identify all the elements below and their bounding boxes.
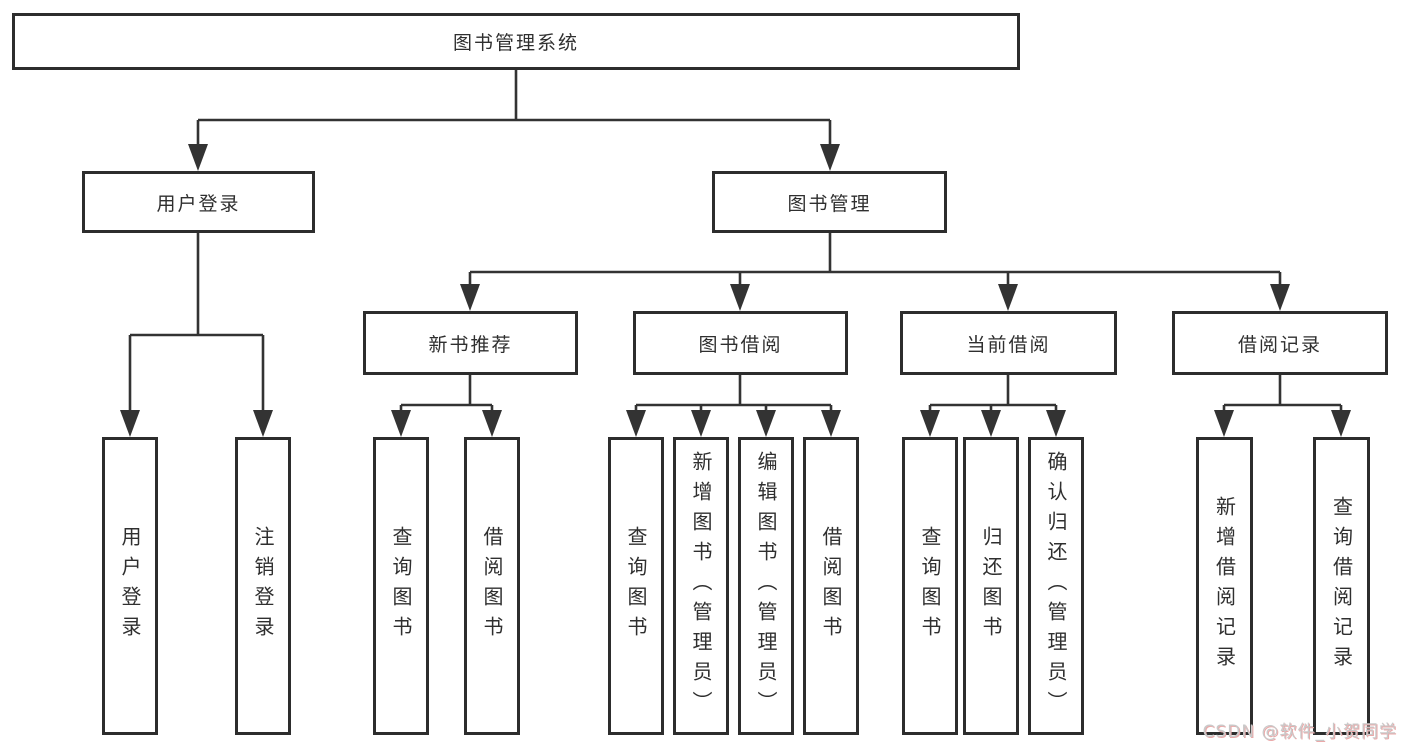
- node-nb-query-books: 查询图书: [373, 437, 429, 735]
- node-login: 用户登录: [102, 437, 158, 735]
- node-logout: 注销登录: [235, 437, 291, 735]
- node-br-query-borrow-record: 查询借阅记录: [1313, 437, 1370, 735]
- node-nb-borrow-books: 借阅图书: [464, 437, 520, 735]
- node-library-management-system: 图书管理系统: [12, 13, 1020, 70]
- node-user-login: 用户登录: [82, 171, 315, 233]
- node-cb-confirm-return-admin: 确认归还（管理员）: [1028, 437, 1084, 735]
- node-borrowing-records: 借阅记录: [1172, 311, 1388, 375]
- csdn-watermark: CSDN @软件_小贺同学: [1202, 722, 1397, 742]
- node-br-add-borrow-record: 新增借阅记录: [1196, 437, 1253, 735]
- node-bb-borrow-books: 借阅图书: [803, 437, 859, 735]
- node-bb-add-books-admin: 新增图书（管理员）: [673, 437, 729, 735]
- node-book-management: 图书管理: [712, 171, 947, 233]
- node-bb-edit-books-admin: 编辑图书（管理员）: [738, 437, 794, 735]
- node-bb-query-books: 查询图书: [608, 437, 664, 735]
- node-book-borrowing: 图书借阅: [633, 311, 848, 375]
- node-cb-query-books: 查询图书: [902, 437, 958, 735]
- node-new-book-recommendation: 新书推荐: [363, 311, 578, 375]
- node-current-borrowing: 当前借阅: [900, 311, 1117, 375]
- node-cb-return-books: 归还图书: [963, 437, 1019, 735]
